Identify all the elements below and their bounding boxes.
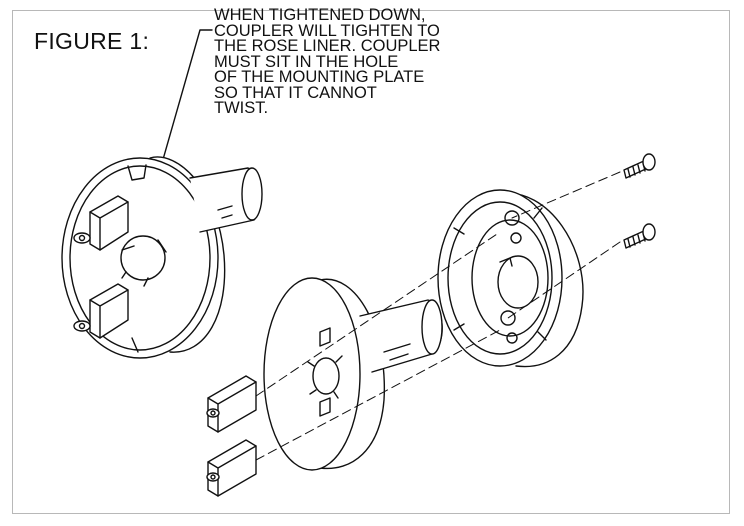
callout-line: MUST SIT IN THE HOLE xyxy=(214,52,399,71)
center-hole xyxy=(120,235,167,287)
coupler-post-bottom xyxy=(73,283,129,339)
assembly-guide-lines xyxy=(255,171,621,461)
coupler-post-top xyxy=(73,195,129,251)
coupler-post-exploded-bottom xyxy=(206,439,257,497)
callout-line: SO THAT IT CANNOT xyxy=(214,83,377,102)
mounting-plate xyxy=(263,277,386,471)
rose-liner-right xyxy=(437,189,584,368)
callout-note: WHEN TIGHTENED DOWN, COUPLER WILL TIGHTE… xyxy=(214,6,441,117)
screw-top xyxy=(623,153,656,179)
callout-line: TWIST. xyxy=(214,99,269,117)
callout-line: WHEN TIGHTENED DOWN, xyxy=(214,6,426,24)
callout-line: COUPLER WILL TIGHTEN TO xyxy=(214,21,440,40)
screw-bottom xyxy=(623,223,656,249)
spindle-tube-center xyxy=(359,299,443,373)
coupler-post-exploded-top xyxy=(206,375,257,433)
callout-line: OF THE MOUNTING PLATE xyxy=(214,68,425,86)
callout-line: THE ROSE LINER. COUPLER xyxy=(214,37,441,55)
callout-leader-line xyxy=(149,29,213,206)
spindle-tube xyxy=(189,167,263,233)
figure-label: FIGURE 1: xyxy=(34,28,150,54)
